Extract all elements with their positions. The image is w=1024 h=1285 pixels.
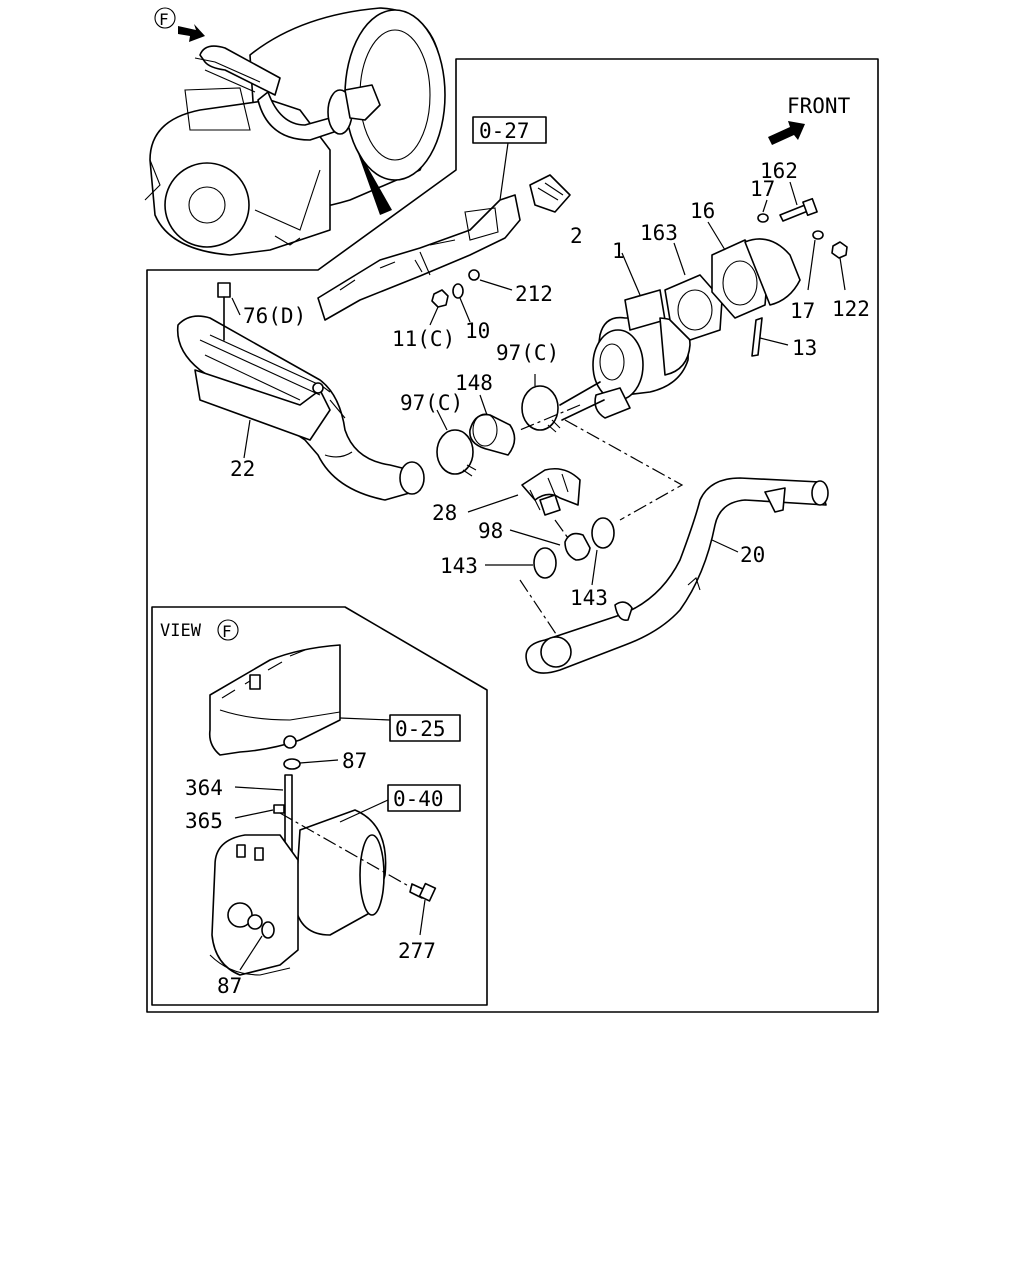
- ref-box-0-40: 0-40: [339, 784, 461, 823]
- view-f-frame: [151, 606, 488, 1006]
- part-17-washer-upper: 17: [750, 177, 775, 223]
- part-28-clamp-halves: 28: [432, 467, 581, 525]
- part-22-exhaust-pipe-with-cover: 22: [176, 315, 425, 501]
- label-1: 1: [612, 239, 625, 263]
- part-143-clamp-right: 143: [570, 517, 615, 610]
- assembly-centerlines: [519, 404, 684, 641]
- part-212-nut: 212: [468, 269, 553, 306]
- label-143-left: 143: [440, 554, 478, 578]
- view-f-manifold: [208, 644, 341, 756]
- engine-overview-drawing: F: [144, 7, 446, 256]
- label-17-lower: 17: [790, 299, 815, 323]
- view-marker-f: F: [159, 10, 169, 29]
- part-10-washer: 10: [452, 283, 490, 343]
- label-2: 2: [570, 224, 583, 248]
- part-122-nut: 122: [831, 241, 870, 321]
- part-148-seal-ring: 148: [455, 371, 516, 456]
- part-87-fitting-lower: 87: [217, 921, 275, 998]
- label-87-upper: 87: [342, 749, 367, 773]
- label-13: 13: [792, 336, 817, 360]
- part-277-bolt: 277: [279, 812, 437, 963]
- label-163: 163: [640, 221, 678, 245]
- svg-text:0-27: 0-27: [479, 119, 530, 143]
- svg-text:0-40: 0-40: [393, 787, 444, 811]
- label-16: 16: [690, 199, 715, 223]
- view-f-turbo-unit: [209, 809, 387, 976]
- view-f-title-marker: F: [222, 622, 232, 641]
- label-148: 148: [455, 371, 493, 395]
- heat-shield-upper: [317, 194, 521, 321]
- label-28: 28: [432, 501, 457, 525]
- label-11c: 11(C): [392, 327, 455, 351]
- label-87-lower: 87: [217, 974, 242, 998]
- front-label: FRONT: [787, 94, 851, 118]
- part-87-fitting-upper: 87: [283, 749, 367, 773]
- part-98-ring: 98: [478, 519, 591, 561]
- view-f-title-text: VIEW: [160, 621, 202, 641]
- part-17-washer-lower: 17: [790, 230, 824, 323]
- part-163-gasket: 163: [640, 221, 723, 341]
- part-162-bolt: 162: [760, 159, 818, 222]
- label-97c-right: 97(C): [496, 341, 559, 365]
- label-122: 122: [832, 297, 870, 321]
- label-98: 98: [478, 519, 503, 543]
- view-f-title: VIEW F: [160, 619, 239, 641]
- label-364: 364: [185, 776, 223, 800]
- part-143-clamp-left: 143: [440, 547, 557, 579]
- part-365-clip: 365: [185, 804, 285, 833]
- label-20: 20: [740, 543, 765, 567]
- part-97-clamp-right: 97(C): [496, 341, 561, 433]
- ref-box-0-27: 0-27: [472, 116, 547, 201]
- label-277: 277: [398, 939, 436, 963]
- ref-box-0-25: 0-25: [339, 714, 461, 742]
- label-212: 212: [515, 282, 553, 306]
- main-frame: [146, 58, 879, 1013]
- svg-text:0-25: 0-25: [395, 717, 446, 741]
- part-20-exhaust-pipe: 20: [525, 477, 829, 674]
- label-76d: 76(D): [243, 304, 306, 328]
- part-16-gasket-flange: 16: [690, 199, 801, 319]
- label-365: 365: [185, 809, 223, 833]
- label-10: 10: [465, 319, 490, 343]
- label-162: 162: [760, 159, 798, 183]
- front-direction-indicator: FRONT: [768, 94, 851, 145]
- part-97-clamp-left: 97(C): [400, 391, 477, 477]
- part-11-nut: 11(C): [392, 289, 455, 351]
- label-17-upper: 17: [750, 177, 775, 201]
- part-13-stud: 13: [751, 317, 817, 360]
- part-76-bolt: 76(D): [217, 282, 306, 341]
- part-1-turbocharger: 1: [559, 239, 691, 421]
- label-143-right: 143: [570, 586, 608, 610]
- part-2-clip: 2: [529, 174, 583, 248]
- label-22: 22: [230, 457, 255, 481]
- label-97c-left: 97(C): [400, 391, 463, 415]
